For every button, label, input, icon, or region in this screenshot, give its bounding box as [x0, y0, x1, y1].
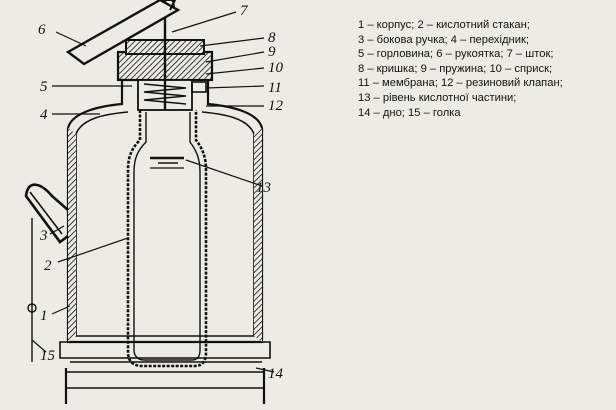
legend-line: 11 – мембрана; 12 – резиновий клапан; — [358, 77, 563, 90]
callout-7: 7 — [240, 3, 249, 19]
legend-line: 1 – корпус; 2 – кислотний стакан; — [358, 19, 530, 31]
callout-2: 2 — [44, 258, 52, 274]
acid-level-mark — [150, 156, 184, 169]
needle — [27, 218, 37, 362]
callout-3: 3 — [39, 228, 48, 244]
callout-6: 6 — [38, 22, 46, 38]
callout-13: 13 — [256, 180, 271, 196]
legend-line: 3 – бокова ручка; 4 – перехідник; — [358, 33, 529, 46]
callout-10: 10 — [268, 60, 284, 76]
legend: 1 – корпус; 2 – кислотний стакан; 3 – бо… — [358, 18, 614, 120]
body-shell — [66, 80, 264, 344]
legend-line: 5 – горловина; 6 – рукоятка; 7 – шток; — [358, 48, 554, 61]
legend-line: 14 – дно; 15 – голка — [358, 106, 461, 119]
bottom-base — [59, 341, 271, 404]
side-handle — [24, 183, 69, 244]
callout-5: 5 — [40, 79, 48, 95]
callout-15: 15 — [40, 348, 56, 364]
callout-11: 11 — [268, 80, 282, 96]
callout-4: 4 — [40, 107, 48, 123]
callout-9: 9 — [268, 44, 276, 60]
callout-1: 1 — [40, 308, 48, 324]
body-wall-hatch-right — [254, 128, 262, 342]
callout-14: 14 — [268, 366, 284, 382]
leader-lines — [31, 11, 275, 373]
acid-glass — [126, 110, 208, 368]
legend-line: 13 – рівень кислотної частини; — [358, 91, 517, 104]
lever-handle — [65, 0, 181, 66]
callout-12: 12 — [268, 98, 284, 114]
callout-8: 8 — [268, 30, 276, 46]
body-wall-hatch — [68, 128, 76, 342]
legend-line: 8 – кришка; 9 – пружина; 10 – сприск; — [358, 62, 553, 75]
